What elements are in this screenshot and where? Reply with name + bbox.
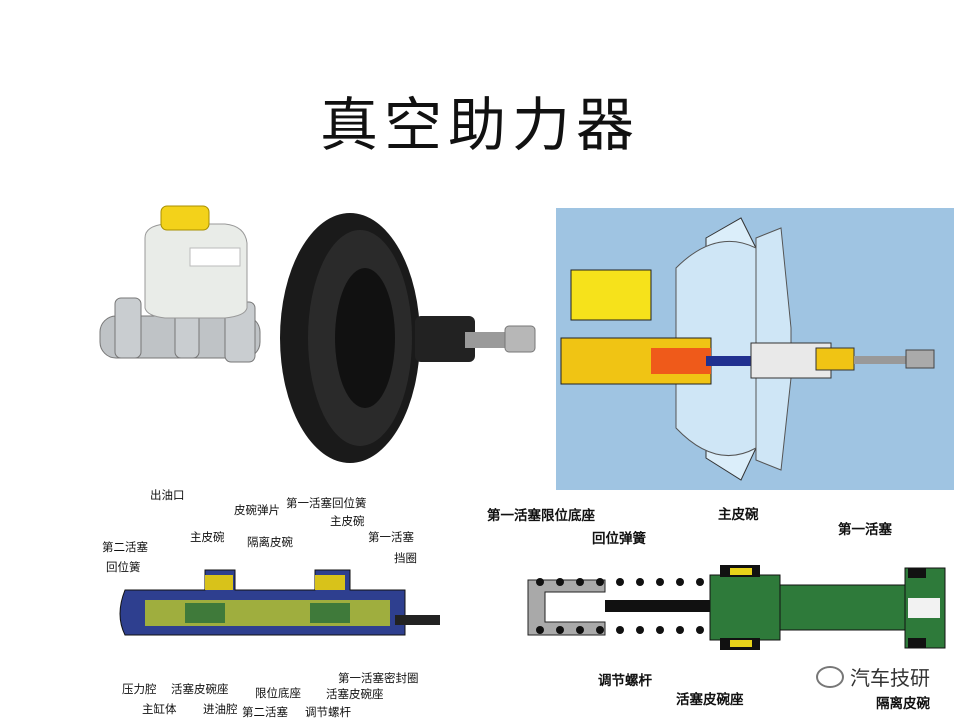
label-second-piston-return-spring-1: 第二活塞 bbox=[102, 540, 148, 554]
master-cylinder-body bbox=[99, 297, 261, 363]
piston-diagram bbox=[527, 565, 946, 650]
label-piston-cup-seat: 活塞皮碗座 bbox=[171, 682, 229, 696]
booster-photo bbox=[99, 205, 536, 463]
label-first-piston-seal-ring: 第一活塞密封圈 bbox=[338, 671, 419, 685]
label-main-cup-b: 主皮碗 bbox=[330, 514, 365, 528]
label-second-piston: 第二活塞 bbox=[242, 705, 288, 719]
label-main-cup-a: 主皮碗 bbox=[190, 530, 225, 544]
wechat-icon bbox=[816, 665, 844, 688]
label-outlet: 出油口 bbox=[150, 488, 185, 502]
watermark-text: 汽车技研 bbox=[850, 666, 930, 690]
label-isolation-cup: 隔离皮碗 bbox=[247, 535, 293, 549]
label-inlet-chamber: 进油腔 bbox=[203, 702, 238, 716]
label-limit-base: 第一活塞限位底座 bbox=[487, 508, 595, 524]
label-return-spring: 回位弹簧 bbox=[592, 531, 646, 547]
label-first-piston-right: 第一活塞 bbox=[838, 522, 892, 538]
label-first-piston: 第一活塞 bbox=[368, 530, 414, 544]
label-retaining-ring: 挡圈 bbox=[394, 551, 417, 565]
label-main-cup: 主皮碗 bbox=[718, 507, 759, 523]
label-cup-spring: 皮碗弹片 bbox=[234, 503, 280, 517]
page-title: 真空助力器 bbox=[319, 91, 640, 159]
reservoir bbox=[144, 205, 248, 319]
label-piston-cup-seat-b: 活塞皮碗座 bbox=[326, 687, 384, 701]
booster-cross-section bbox=[556, 208, 954, 490]
label-limit-seat: 限位底座 bbox=[255, 686, 301, 700]
label-piston-cup-seat-right: 活塞皮碗座 bbox=[676, 692, 744, 708]
vacuum-booster bbox=[280, 213, 536, 463]
watermark: 汽车技研 bbox=[816, 662, 930, 691]
label-first-piston-return-spring: 第一活塞回位簧 bbox=[286, 496, 367, 510]
label-second-piston-return-spring-2: 回位簧 bbox=[106, 560, 141, 574]
label-pressure-chamber: 压力腔 bbox=[122, 682, 157, 696]
return-spring-coils bbox=[536, 578, 704, 634]
label-adjusting-screw: 调节螺杆 bbox=[305, 705, 351, 719]
master-cylinder-diagram bbox=[119, 569, 440, 636]
label-adjusting-rod: 调节螺杆 bbox=[598, 673, 652, 689]
label-master-cylinder: 主缸体 bbox=[142, 702, 177, 716]
label-isolation-cup-right: 隔离皮碗 bbox=[876, 696, 930, 712]
